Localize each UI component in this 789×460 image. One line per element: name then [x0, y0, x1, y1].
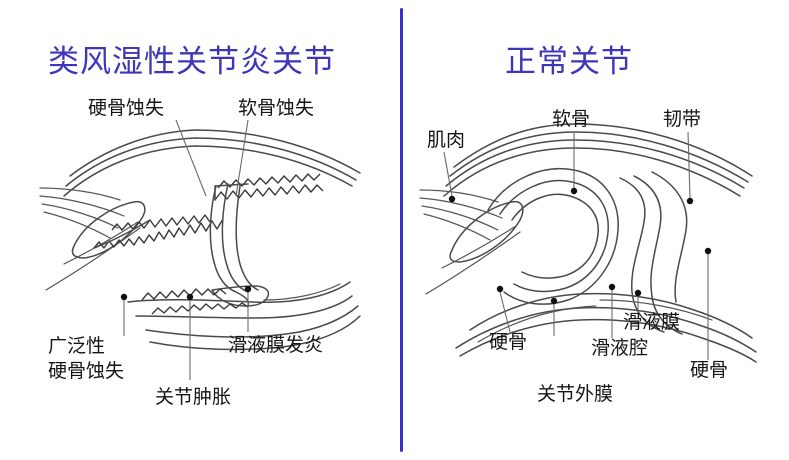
label-muscle: 肌肉 — [427, 130, 466, 151]
panel-title-rheumatoid: 类风湿性关节炎关节 — [48, 44, 336, 79]
label-bone-erosion: 硬骨蚀失 — [88, 98, 165, 119]
panel-title-normal: 正常关节 — [505, 44, 633, 79]
label-extensive-erosion-line1: 广泛性 — [48, 336, 106, 357]
label-cartilage-erosion: 软骨蚀失 — [238, 98, 315, 119]
label-cartilage: 软骨 — [552, 109, 591, 130]
label-synovitis: 滑液膜发炎 — [228, 335, 324, 356]
label-joint-swelling: 关节肿胀 — [155, 387, 232, 408]
label-bone-right: 硬骨 — [690, 360, 729, 381]
label-extensive-erosion-line2: 硬骨蚀失 — [48, 361, 125, 382]
panel-normal-joint: 正常关节 肌肉 软骨 韧带 硬骨 关节外膜 滑液腔 滑液膜 硬骨 — [402, 0, 789, 460]
label-ligament: 韧带 — [663, 109, 702, 130]
label-bone-left: 硬骨 — [489, 332, 528, 353]
label-joint-capsule: 关节外膜 — [537, 384, 614, 405]
label-synovium: 滑液膜 — [623, 312, 681, 333]
panel-rheumatoid-arthritis: 类风湿性关节炎关节 硬骨蚀失 软骨蚀失 广泛性 硬骨蚀失 关节肿胀 滑液膜发炎 — [48, 44, 336, 408]
label-synovial-cavity: 滑液腔 — [591, 338, 649, 359]
panel-divider — [400, 8, 403, 452]
